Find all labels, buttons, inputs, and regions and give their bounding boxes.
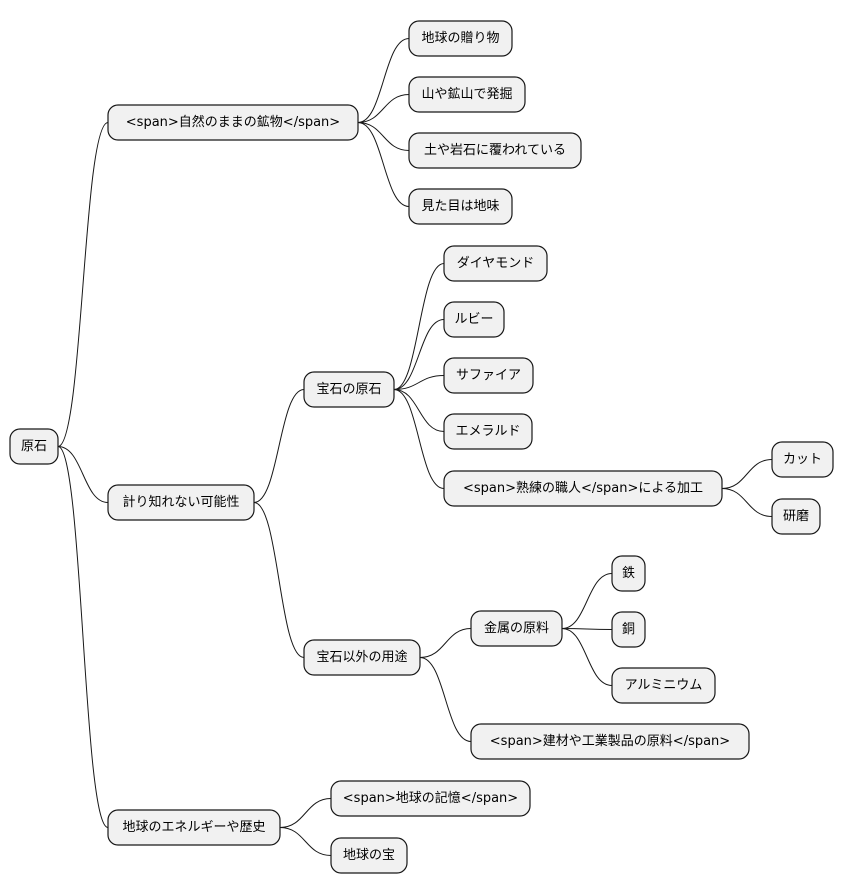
node-label: 研磨 — [783, 509, 809, 524]
mindmap-node-n2b1c: アルミニウム — [611, 667, 716, 704]
node-box — [611, 667, 716, 704]
edge-n3-n3b — [279, 827, 332, 856]
mindmap-node-n2a4: エメラルド — [443, 413, 533, 450]
node-box — [408, 76, 526, 113]
mindmap-node-n3a: <span>地球の記憶</span> — [330, 780, 531, 817]
node-label: 地球のエネルギーや歴史 — [122, 820, 265, 835]
node-box — [107, 484, 255, 521]
mindmap-node-n1b: 山や鉱山で発掘 — [408, 76, 526, 113]
edge-n2a-n2a1 — [393, 263, 445, 390]
edge-n2b-n2b1 — [419, 628, 472, 658]
node-label: カット — [783, 452, 822, 467]
mindmap-node-n3: 地球のエネルギーや歴史 — [107, 809, 281, 846]
mindmap-node-n0: 原石 — [9, 428, 59, 465]
node-box — [611, 611, 646, 648]
node-box — [443, 413, 533, 450]
node-box — [443, 301, 505, 338]
node-box — [470, 723, 750, 760]
mindmap-node-n2: 計り知れない可能性 — [107, 484, 255, 521]
mindmap-node-n1c: 土や岩石に覆われている — [408, 132, 582, 169]
mindmap-node-n2a5a: カット — [771, 441, 834, 478]
mindmap-node-n1d: 見た目は地味 — [408, 188, 513, 225]
edge-n2-n2a — [253, 389, 305, 503]
node-label: 地球の贈り物 — [421, 30, 499, 46]
mindmap-node-n2a3: サファイア — [443, 357, 534, 394]
mindmap-node-n2b1: 金属の原料 — [470, 610, 563, 647]
node-box — [408, 132, 582, 169]
edge-n3-n3a — [279, 798, 332, 828]
node-box — [771, 498, 821, 535]
mindmap-node-n2a5: <span>熟練の職人</span>による加工 — [443, 470, 723, 507]
mindmap-node-n2a: 宝石の原石 — [303, 371, 395, 408]
edge-n2a-n2a2 — [393, 319, 445, 390]
node-label: <span>地球の記憶</span> — [343, 790, 518, 806]
edge-n2b1-n2b1a — [561, 573, 613, 629]
node-box — [330, 837, 408, 874]
node-label: <span>建材や工業製品の原料</span> — [490, 733, 730, 749]
node-label: 原石 — [21, 439, 47, 454]
node-label: エメラルド — [455, 424, 520, 439]
edge-n2b1-n2b1c — [561, 628, 613, 686]
edge-n1-n1a — [357, 38, 410, 123]
node-box — [303, 371, 395, 408]
edge-n2a5-n2a5a — [721, 459, 773, 489]
node-label: 宝石の原石 — [316, 382, 381, 397]
mindmap-node-n3b: 地球の宝 — [330, 837, 408, 874]
edge-n2b1-n2b1b — [561, 628, 613, 630]
mindmap-node-n2b: 宝石以外の用途 — [303, 639, 421, 676]
node-label: 地球の宝 — [343, 848, 395, 863]
node-label: ルビー — [454, 312, 493, 327]
node-label: アルミニウム — [625, 678, 703, 693]
edge-n0-n2 — [57, 446, 109, 503]
mindmap-node-n2b1b: 銅 — [611, 611, 646, 648]
node-label: 土や岩石に覆われている — [424, 143, 566, 158]
node-box — [330, 780, 531, 817]
mindmap-nodes: 原石 <span>自然のままの鉱物</span> 地球の贈り物山や鉱山で発掘土や岩石… — [9, 20, 834, 874]
node-box — [443, 470, 723, 507]
mindmap-node-n2a2: ルビー — [443, 301, 505, 338]
mindmap-node-n1a: 地球の贈り物 — [408, 20, 513, 57]
node-label: 見た目は地味 — [421, 199, 499, 214]
node-label: 山や鉱山で発掘 — [421, 86, 512, 102]
mindmap-node-n1: <span>自然のままの鉱物</span> — [107, 104, 359, 141]
edge-n1-n1b — [357, 94, 410, 123]
node-label: 金属の原料 — [484, 620, 549, 636]
node-label: <span>熟練の職人</span>による加工 — [463, 480, 703, 496]
node-label: <span>自然のままの鉱物</span> — [126, 114, 340, 130]
mindmap-node-n2a5b: 研磨 — [771, 498, 821, 535]
edge-n2a5-n2a5b — [721, 488, 773, 517]
node-box — [611, 555, 646, 592]
node-label: 銅 — [622, 622, 635, 637]
edge-n2-n2b — [253, 502, 305, 658]
edge-n2a-n2a4 — [393, 389, 445, 432]
node-label: サファイア — [456, 368, 521, 383]
node-box — [470, 610, 563, 647]
node-box — [9, 428, 59, 465]
edge-n0-n1 — [57, 122, 109, 447]
node-label: 宝石以外の用途 — [316, 649, 407, 665]
node-box — [107, 104, 359, 141]
edge-n0-n3 — [57, 446, 109, 828]
node-box — [107, 809, 281, 846]
edge-n2a-n2a3 — [393, 375, 445, 390]
node-label: 鉄 — [622, 566, 635, 581]
mindmap-edges — [57, 38, 773, 856]
node-label: ダイヤモンド — [457, 256, 535, 271]
mindmap-node-n2b2: <span>建材や工業製品の原料</span> — [470, 723, 750, 760]
node-label: 計り知れない可能性 — [122, 494, 239, 510]
edge-n1-n1d — [357, 122, 410, 207]
node-box — [408, 20, 513, 57]
edge-n2a-n2a5 — [393, 389, 445, 489]
node-box — [443, 357, 534, 394]
node-box — [443, 245, 548, 282]
node-box — [408, 188, 513, 225]
edge-n2b-n2b2 — [419, 657, 472, 742]
mindmap-node-n2b1a: 鉄 — [611, 555, 646, 592]
edge-n1-n1c — [357, 122, 410, 151]
node-box — [303, 639, 421, 676]
node-box — [771, 441, 834, 478]
mindmap-node-n2a1: ダイヤモンド — [443, 245, 548, 282]
